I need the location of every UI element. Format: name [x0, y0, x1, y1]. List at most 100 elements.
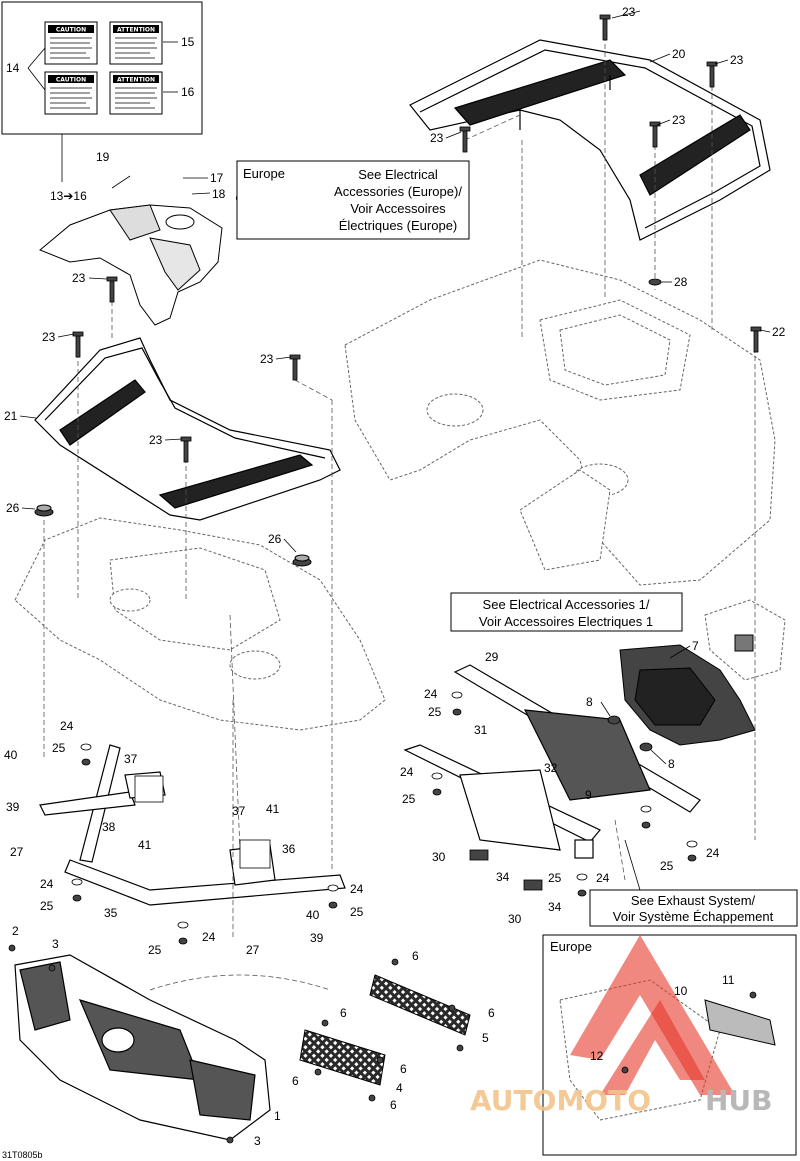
- note-electrical-1: See Electrical Accessories 1/ Voir Acces…: [450, 592, 683, 632]
- rear-fender: [344, 259, 776, 586]
- callout-5: 5: [482, 1031, 489, 1045]
- callout-24: 24: [202, 930, 216, 944]
- callout-12: 12: [590, 1049, 604, 1063]
- callout-29: 29: [485, 650, 499, 664]
- note-exhaust: See Exhaust System/ Voir Système Échappe…: [589, 889, 798, 927]
- rear-cover-part: [39, 204, 223, 326]
- callout-labels: 14 15 16 13➔16 19 17 18 23 23 23 23 23 2…: [2, 5, 786, 1160]
- watermark-auto-text: AUTOMOTO: [470, 1084, 651, 1117]
- decal-caution-1-text: CAUTION: [56, 27, 86, 34]
- assembly-lines: [43, 20, 756, 991]
- decal-caution-1: CAUTION: [44, 21, 98, 65]
- grille-insert-5: [369, 974, 471, 1036]
- callout-27: 27: [246, 943, 260, 957]
- callout-34: 34: [548, 900, 562, 914]
- callout-7: 7: [692, 639, 699, 653]
- decal-attention-2-text: ATTENTION: [117, 77, 155, 84]
- front-grille: [14, 954, 271, 1141]
- callout-6: 6: [400, 1062, 407, 1076]
- callout-10: 10: [674, 984, 688, 998]
- callout-34: 34: [496, 870, 510, 884]
- note-electrical-europe-line2: Accessories (Europe)/: [334, 184, 462, 199]
- callout-4: 4: [396, 1081, 403, 1095]
- callout-39: 39: [6, 800, 20, 814]
- callout-38: 38: [102, 820, 116, 834]
- callout-37: 37: [124, 752, 138, 766]
- note-electrical-1-line1: See Electrical Accessories 1/: [483, 597, 650, 612]
- note-electrical-europe-line4: Électriques (Europe): [339, 218, 458, 233]
- tail-light-cover: [619, 644, 756, 746]
- decal-caution-2: CAUTION: [44, 71, 98, 115]
- decal-attention-1: ATTENTION: [109, 21, 163, 65]
- callout-40: 40: [306, 908, 320, 922]
- rear-subframe: [403, 664, 701, 859]
- callout-27: 27: [10, 845, 24, 859]
- note-electrical-1-line2: Voir Accessoires Electriques 1: [479, 614, 653, 629]
- callout-23: 23: [149, 433, 163, 447]
- callout-18: 18: [212, 187, 226, 201]
- callout-1: 1: [274, 1109, 281, 1123]
- callout-24: 24: [40, 877, 54, 891]
- front-body: [14, 517, 386, 731]
- decal-attention-1-text: ATTENTION: [117, 27, 155, 34]
- callout-24: 24: [596, 871, 610, 885]
- callout-25: 25: [350, 905, 364, 919]
- leader-lines: [19, 10, 771, 765]
- callout-23: 23: [430, 131, 444, 145]
- callout-35: 35: [104, 906, 118, 920]
- callout-23: 23: [42, 330, 56, 344]
- watermark-hub-text: HUB: [705, 1084, 773, 1117]
- callout-16: 16: [181, 85, 195, 99]
- callout-6: 6: [390, 1098, 397, 1112]
- front-rack: [34, 337, 341, 521]
- callout-24: 24: [424, 687, 438, 701]
- decal-attention-2: ATTENTION: [109, 71, 163, 115]
- callout-26: 26: [268, 532, 282, 546]
- note-exhaust-line1: See Exhaust System/: [631, 893, 756, 908]
- callout-23: 23: [730, 53, 744, 67]
- callout-37: 37: [232, 804, 246, 818]
- grommet-26-left: [34, 504, 54, 517]
- callout-6: 6: [340, 1006, 347, 1020]
- grille-insert-4: [299, 1029, 386, 1086]
- callout-22: 22: [772, 325, 786, 339]
- callout-9: 9: [585, 788, 592, 802]
- callout-25: 25: [52, 741, 66, 755]
- callout-25: 25: [402, 792, 416, 806]
- callout-30: 30: [508, 912, 522, 926]
- callout-3: 3: [254, 1134, 261, 1148]
- callout-6: 6: [292, 1074, 299, 1088]
- callout-28: 28: [674, 275, 688, 289]
- note-europe-label: Europe: [243, 166, 285, 181]
- decal-caution-2-text: CAUTION: [56, 77, 86, 84]
- callout-32: 32: [544, 761, 558, 775]
- callout-24: 24: [350, 882, 364, 896]
- front-bumper-frame: [39, 744, 346, 906]
- callout-41: 41: [138, 838, 152, 852]
- callout-24: 24: [60, 719, 74, 733]
- callout-24: 24: [706, 846, 720, 860]
- tail-light-unit: [704, 599, 786, 681]
- callout-17: 17: [210, 171, 224, 185]
- callout-19: 19: [96, 150, 110, 164]
- inset-europe-label: Europe: [550, 939, 592, 954]
- callout-26: 26: [6, 501, 20, 515]
- callout-23: 23: [672, 113, 686, 127]
- callout-36: 36: [282, 842, 296, 856]
- note-electrical-europe: Europe See Electrical Accessories (Europ…: [236, 160, 470, 240]
- callout-15: 15: [181, 35, 195, 49]
- callout-39: 39: [310, 931, 324, 945]
- callout-25: 25: [40, 899, 54, 913]
- callout-24: 24: [400, 765, 414, 779]
- figure-code: 31T0805b: [2, 1150, 43, 1160]
- callout-40: 40: [4, 748, 18, 762]
- decal-kit-box: CAUTION ATTENTION CAUTION: [1, 1, 203, 135]
- callout-23: 23: [72, 271, 86, 285]
- callout-14: 14: [6, 61, 20, 75]
- callout-25: 25: [428, 705, 442, 719]
- callout-31: 31: [474, 723, 488, 737]
- callout-6: 6: [488, 1006, 495, 1020]
- callout-2: 2: [12, 924, 19, 938]
- callout-25: 25: [660, 859, 674, 873]
